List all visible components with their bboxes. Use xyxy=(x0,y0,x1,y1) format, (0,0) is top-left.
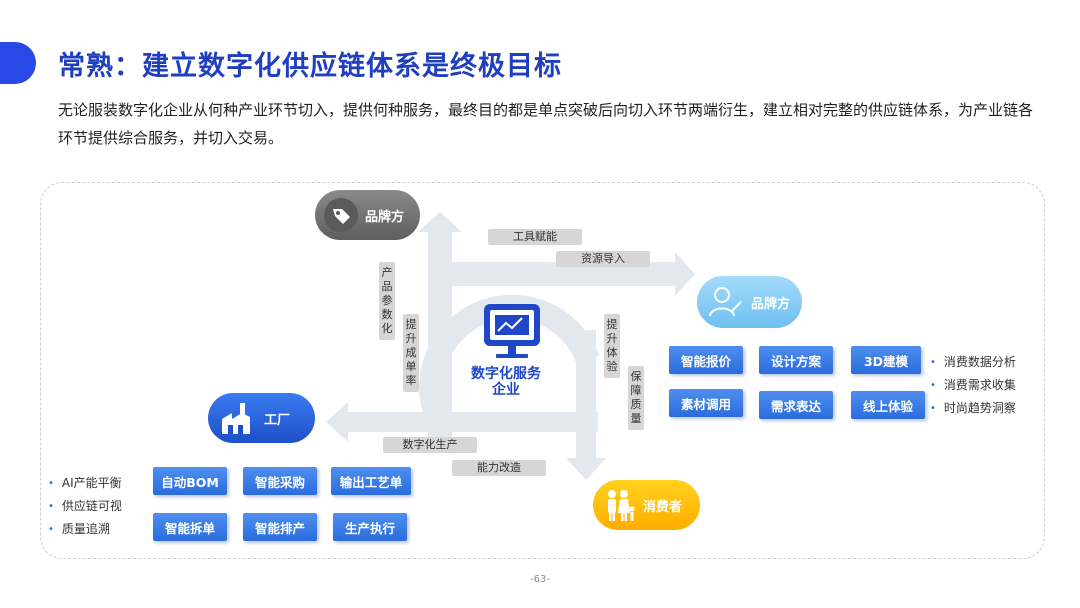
price-tag-icon xyxy=(323,197,359,233)
arrow-down-to-consumer xyxy=(566,330,606,480)
list-item: •消费数据分析 xyxy=(930,355,1016,369)
label-digital-production: 数字化生产 xyxy=(383,437,477,453)
brand-bullet-list: •消费数据分析 •消费需求收集 •时尚趋势洞察 xyxy=(930,351,1016,420)
list-item: •消费需求收集 xyxy=(930,378,1016,392)
brand-service-tag: 设计方案 xyxy=(759,346,833,374)
list-item: •AI产能平衡 xyxy=(48,476,122,490)
brand-node-top: 品牌方 xyxy=(315,190,420,240)
list-item: •时尚趋势洞察 xyxy=(930,401,1016,415)
factory-label: 工厂 xyxy=(264,412,291,428)
label-tool-empower: 工具赋能 xyxy=(488,229,582,245)
brand-service-tag: 3D建模 xyxy=(851,346,921,374)
center-title-line2: 企业 xyxy=(492,382,520,398)
factory-service-tag: 自动BOM xyxy=(153,467,227,495)
factory-service-tag: 智能采购 xyxy=(243,467,317,495)
label-resource-import: 资源导入 xyxy=(556,251,650,267)
designer-person-icon xyxy=(705,282,745,322)
factory-icon xyxy=(220,401,252,435)
consumer-node: 消费者 xyxy=(593,480,700,530)
arrow-left-to-factory xyxy=(326,402,598,442)
brand-service-tag: 素材调用 xyxy=(669,389,743,417)
label-capability-improve: 能力改造 xyxy=(452,460,546,476)
center-title: 数字化服务 企业 xyxy=(462,366,550,398)
list-item: •供应链可视 xyxy=(48,499,122,513)
family-icon xyxy=(601,487,637,523)
factory-service-tag: 生产执行 xyxy=(333,513,407,541)
list-item: •质量追溯 xyxy=(48,522,110,536)
title-accent-bar xyxy=(0,42,36,84)
factory-service-tag: 输出工艺单 xyxy=(331,467,411,495)
center-title-line1: 数字化服务 xyxy=(471,366,541,382)
digital-service-monitor-icon xyxy=(484,304,540,358)
brand-service-tag: 线上体验 xyxy=(851,391,925,419)
brand-service-tag: 需求表达 xyxy=(759,391,833,419)
diagram-frame xyxy=(40,182,1045,559)
brand-service-tag: 智能报价 xyxy=(669,346,743,374)
brand-node-right: 品牌方 xyxy=(697,276,802,328)
brand-top-label: 品牌方 xyxy=(365,209,405,225)
label-improve-order-rate: 提升成单率 xyxy=(403,314,419,392)
brand-right-label: 品牌方 xyxy=(751,296,791,312)
page-title: 常熟：建立数字化供应链体系是终极目标 xyxy=(58,51,562,82)
label-improve-experience: 提升体验 xyxy=(604,314,620,378)
factory-service-tag: 智能排产 xyxy=(243,513,317,541)
consumer-label: 消费者 xyxy=(643,499,683,515)
label-product-digitize: 产品参数化 xyxy=(379,262,395,340)
intro-paragraph: 无论服装数字化企业从何种产业环节切入，提供何种服务，最终目的都是单点突破后向切入… xyxy=(58,101,1034,147)
label-quality-assurance: 保障质量 xyxy=(628,366,644,430)
factory-service-tag: 智能拆单 xyxy=(153,513,227,541)
page-number: -63- xyxy=(530,574,550,585)
factory-bullet-list: •AI产能平衡 •供应链可视 •质量追溯 xyxy=(48,472,122,541)
factory-node: 工厂 xyxy=(208,393,315,443)
